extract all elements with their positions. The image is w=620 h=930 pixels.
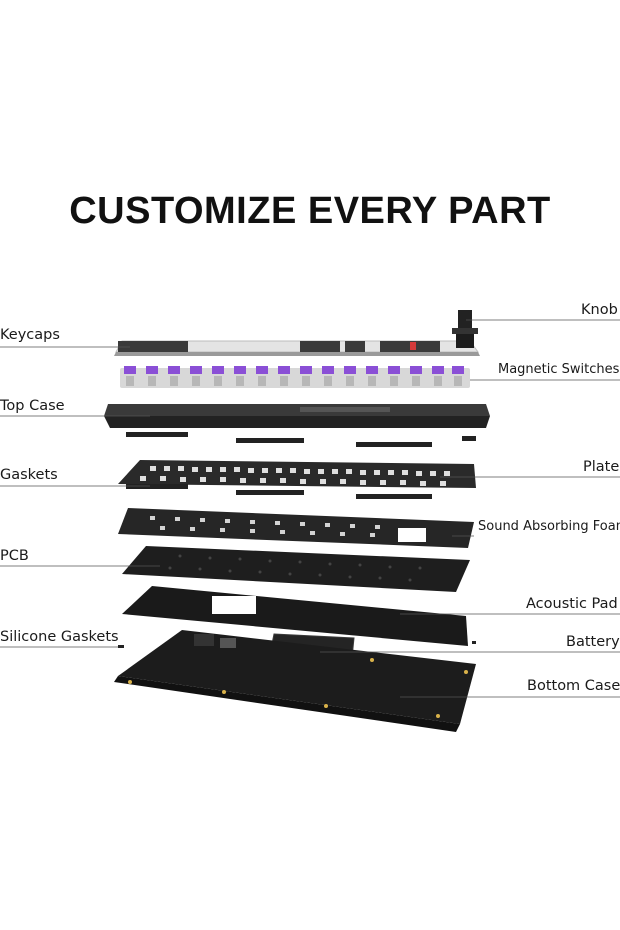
plate-part <box>118 460 476 488</box>
label-magnetic-switches: Magnetic Switches <box>498 362 620 377</box>
label-keycaps: Keycaps <box>0 327 60 343</box>
label-bottom-case: Bottom Case <box>527 678 620 694</box>
label-gaskets: Gaskets <box>0 467 58 483</box>
label-acoustic-pad: Acoustic Pad <box>526 596 618 612</box>
label-silicone-gaskets: Silicone Gaskets <box>0 629 119 645</box>
top-case-part <box>104 404 490 428</box>
knob-part <box>452 310 478 348</box>
label-pcb: PCB <box>0 548 29 564</box>
magnetic-switches-layer <box>120 366 470 388</box>
label-top-case: Top Case <box>0 398 65 414</box>
gasket-strips-top <box>126 432 476 447</box>
label-battery: Battery <box>566 634 620 650</box>
sound-foam-part <box>118 508 474 548</box>
label-plate: Plate <box>583 459 620 475</box>
bottom-case-part <box>114 630 476 732</box>
page-title: CUSTOMIZE EVERY PART <box>69 190 551 232</box>
acoustic-pad-part <box>122 586 468 646</box>
leader-lines <box>0 319 620 698</box>
gasket-strips-bottom <box>126 484 432 499</box>
keycaps-layer <box>114 340 480 356</box>
pcb-part <box>122 546 470 592</box>
silicone-gasket-pieces <box>118 641 476 648</box>
label-knob: Knob <box>581 302 618 318</box>
label-sound-foam: Sound Absorbing Foam <box>478 519 620 534</box>
